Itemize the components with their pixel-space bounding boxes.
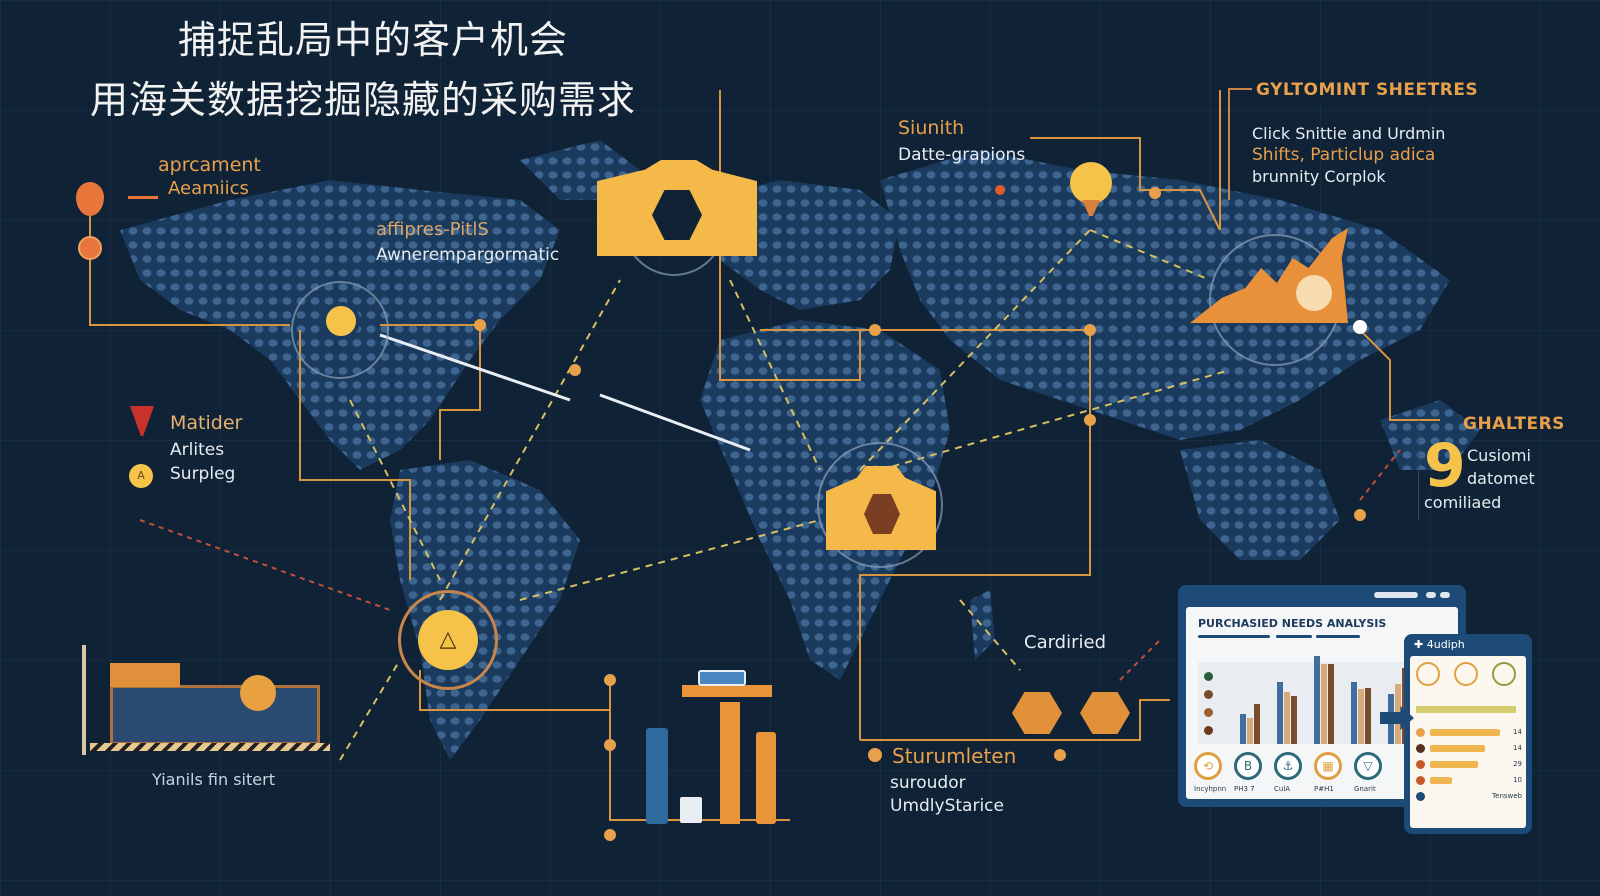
box-icon (680, 797, 702, 823)
row-value: 14 (1513, 744, 1522, 752)
window-control[interactable] (1426, 592, 1436, 598)
chart-bar (1240, 714, 1246, 744)
package-icon (1454, 662, 1478, 686)
map-label-title: affipres-PitlS (376, 219, 489, 240)
chart-bar (1358, 689, 1364, 744)
row-dot (1416, 776, 1425, 785)
icon-label: CulA (1274, 785, 1291, 793)
chart-bar (1365, 688, 1371, 744)
check-badge-icon (78, 236, 102, 260)
top-center-title: Siunith (898, 117, 965, 139)
row-dot (1416, 744, 1425, 753)
stat-line-3: comiliaed (1424, 493, 1502, 512)
blue-pillar (646, 728, 668, 824)
title-line-2: 用海关数据挖掘隐藏的采购需求 (90, 78, 637, 122)
factory-illustration (90, 655, 330, 751)
cardiried-label: Cardiried (1024, 632, 1107, 653)
a-badge-icon: A (129, 464, 153, 488)
bottom-left-caption: Yianils fin sitert (152, 770, 275, 789)
tower-deck (682, 685, 772, 697)
chart-bar (1277, 682, 1283, 744)
row-value: 29 (1513, 760, 1522, 768)
title-line-1: 捕捉乱局中的客户机会 (178, 18, 569, 62)
plane-icon (1416, 662, 1440, 686)
chart-bar (1351, 682, 1357, 744)
funnel-icon[interactable]: ▽ (1354, 752, 1382, 780)
bar-chart (1198, 656, 1423, 744)
alert-triangle-icon: △ (418, 610, 478, 670)
lightbulb-icon (1070, 162, 1112, 204)
row-dot (1416, 760, 1425, 769)
stat-line-1: Cusiomi (1467, 446, 1531, 465)
window-pill (1374, 592, 1418, 598)
legend-dot (1204, 690, 1213, 699)
chart-bar (1247, 718, 1253, 744)
top-left-label-1: aprcament (158, 154, 261, 176)
left-mid-title: Matider (170, 412, 243, 434)
bottom-center-line-1: suroudor (890, 773, 966, 793)
legend-dot (1204, 726, 1213, 735)
chart-bar (1328, 664, 1334, 744)
row-bar (1430, 729, 1500, 736)
row-bar (1430, 745, 1485, 752)
row-bar (1430, 777, 1452, 784)
left-mid-line-1: Arlites (170, 440, 225, 460)
scale-axis (82, 645, 86, 755)
row-value: 10 (1513, 776, 1522, 784)
tower-pillar (720, 702, 740, 824)
top-left-label-2: Aeamiics (168, 178, 249, 199)
location-pin-icon (76, 182, 104, 216)
stat-number: 9 (1424, 431, 1466, 501)
info-box-line-2: Shifts, Particlup adica (1252, 145, 1436, 165)
coin-icon (1296, 275, 1332, 311)
customer-avatar-2[interactable] (1080, 692, 1130, 734)
shipping-icon[interactable]: ⟲ (1194, 752, 1222, 780)
radar-ring (398, 590, 498, 690)
legend-dot (1204, 672, 1213, 681)
chart-bar (1254, 704, 1260, 744)
left-mid-line-2: Surpleg (170, 464, 236, 484)
window-control[interactable] (1440, 592, 1450, 598)
document-icon[interactable]: B (1234, 752, 1262, 780)
person-icon (1492, 662, 1516, 686)
bottom-center-line-2: UmdlyStarice (890, 796, 1004, 816)
row-value: Tensweb (1492, 792, 1522, 800)
cargo-icon[interactable]: ⚓ (1274, 752, 1302, 780)
arrow-icon (128, 196, 158, 199)
chart-bar (1284, 692, 1290, 744)
top-center-subtitle: Datte-grapions (898, 145, 1026, 165)
row-dot (1416, 728, 1425, 737)
row-dot (1416, 792, 1425, 801)
info-box-line-3: brunnity Corplok (1252, 167, 1386, 186)
icon-label: Incyhpnn (1194, 785, 1227, 793)
bottom-center-title: Sturumleten (892, 744, 1017, 768)
stat-heading: GHALTERS (1463, 414, 1565, 434)
progress-bar (1416, 706, 1516, 713)
orange-pillar (756, 732, 776, 824)
stat-line-2: datomet (1467, 469, 1535, 488)
legend-dot (1204, 708, 1213, 717)
icon-label: Gnarit (1354, 785, 1376, 793)
grid-icon[interactable]: ▦ (1314, 752, 1342, 780)
mini-panel-header: ✚ 4udiph (1414, 638, 1465, 651)
chart-bar (1291, 696, 1297, 744)
warehouse-icon (597, 160, 757, 256)
info-box-heading: GYLTOMINT SHEETRES (1252, 80, 1483, 100)
row-value: 14 (1513, 728, 1522, 736)
icon-label: P#H1 (1314, 785, 1334, 793)
row-bar (1430, 761, 1478, 768)
icon-label: PH3 7 (1234, 785, 1255, 793)
dashboard-title: PURCHASIED NEEDS ANALYSIS (1198, 617, 1387, 630)
emblem-icon (322, 302, 360, 340)
container-icon (698, 670, 746, 686)
chart-bar (1314, 656, 1320, 744)
info-box-line-1: Click Snittie and Urdmin (1252, 124, 1446, 143)
stat-divider (1418, 420, 1529, 520)
map-label-subtitle: Awnerempargormatic (376, 245, 560, 265)
chart-bar (1321, 664, 1327, 744)
